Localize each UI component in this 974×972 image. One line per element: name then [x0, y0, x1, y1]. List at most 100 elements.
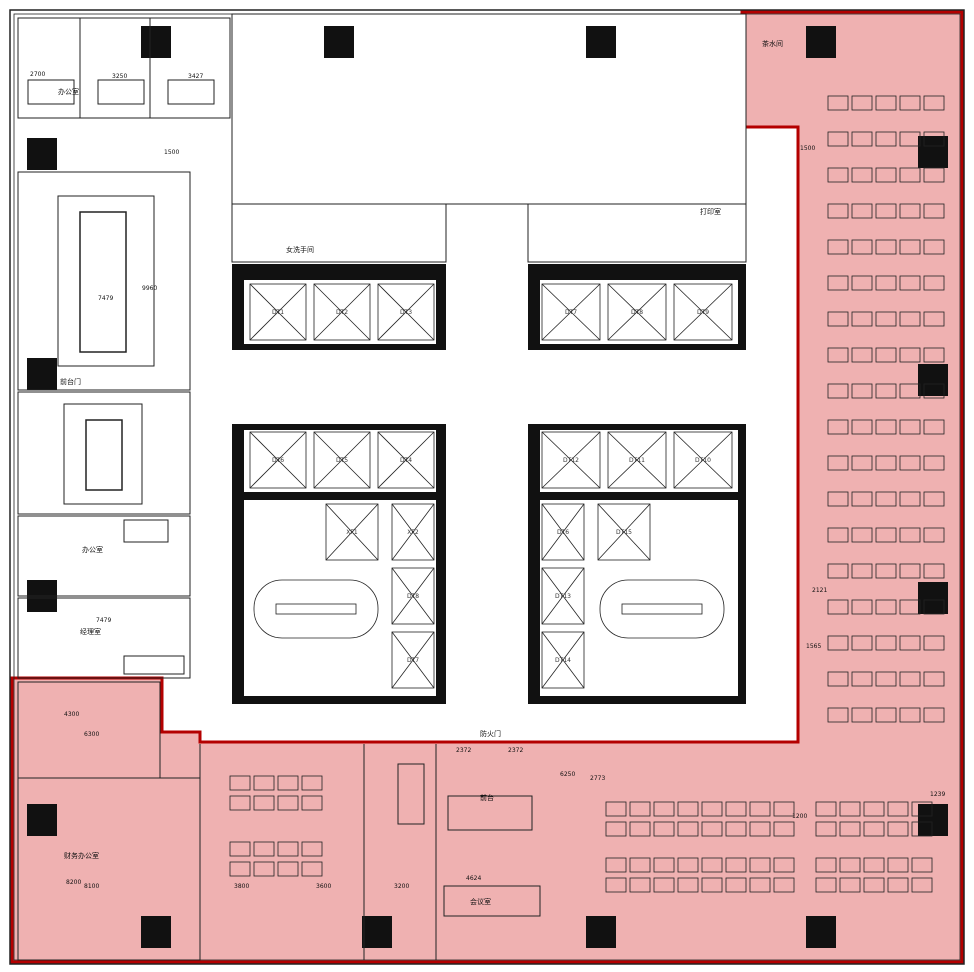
structural-columns: [27, 26, 948, 948]
workstation-desk: [875, 707, 897, 723]
workstation-desk: [863, 801, 885, 817]
elevator-label: DT2: [336, 309, 348, 316]
workstation-desk: [851, 167, 873, 183]
dim-6300: 6300: [84, 731, 99, 738]
workstation-desk: [851, 599, 873, 615]
workstation-desk: [677, 801, 699, 817]
workstation-desk: [301, 775, 323, 791]
workstation-desk: [923, 275, 945, 291]
workstation-desk: [839, 857, 861, 873]
dim-6250: 6250: [560, 771, 575, 778]
dim-8100: 8100: [84, 883, 99, 890]
workstation-desk: [899, 239, 921, 255]
elevator-label: DT5: [336, 457, 348, 464]
west-offices: [17, 515, 191, 679]
elevator-label: XF1: [346, 529, 358, 536]
workstation-desk: [851, 455, 873, 471]
workstation-desk: [815, 821, 837, 837]
workstation-desk: [923, 527, 945, 543]
workstation-desk: [923, 707, 945, 723]
workstation-desk: [701, 877, 723, 893]
workstation-desk: [605, 801, 627, 817]
workstation-desk: [875, 95, 897, 111]
workstation-desk: [827, 527, 849, 543]
workstation-desk: [827, 419, 849, 435]
workstation-desk: [301, 841, 323, 857]
workstation-desk: [851, 203, 873, 219]
workstation-desk: [653, 801, 675, 817]
workstation-desk: [701, 857, 723, 873]
workstation-desk: [253, 775, 275, 791]
elevator-label: DT6: [557, 529, 569, 536]
workstation-desk: [851, 95, 873, 111]
dim-2372b: 2372: [508, 747, 523, 754]
workstation-desk: [605, 877, 627, 893]
workstation-desk: [253, 795, 275, 811]
workstation-desk: [923, 131, 945, 147]
dim-3800: 3800: [234, 883, 249, 890]
east-open-office-zone: [10, 10, 964, 964]
highlight-zones: [10, 10, 964, 964]
workstation-desk: [677, 877, 699, 893]
label-reception-door: 前台门: [60, 377, 81, 386]
workstation-desk: [923, 347, 945, 363]
dim-4300: 4300: [64, 711, 79, 718]
workstation-desk: [899, 599, 921, 615]
workstation-desk: [773, 801, 795, 817]
workstation-desk: [875, 131, 897, 147]
workstation-desk: [851, 239, 873, 255]
workstation-desk: [899, 95, 921, 111]
workstation-desk: [827, 131, 849, 147]
workstation-desk: [229, 795, 251, 811]
workstation-desk: [749, 801, 771, 817]
workstation-desk: [899, 671, 921, 687]
workstation-desk: [911, 857, 933, 873]
dim-8200: 8200: [66, 879, 81, 886]
workstation-desk: [899, 311, 921, 327]
elevator-label: DT6: [272, 457, 284, 464]
workstation-desk: [875, 671, 897, 687]
workstation-desk: [875, 527, 897, 543]
workstation-desk: [851, 347, 873, 363]
workstation-desk: [899, 527, 921, 543]
workstation-desk: [827, 275, 849, 291]
workstation-desk: [277, 795, 299, 811]
workstation-desk: [815, 801, 837, 817]
dim-1500b: 1500: [800, 145, 815, 152]
workstation-desk: [827, 167, 849, 183]
workstation-desk: [899, 275, 921, 291]
elevator-label: DT11: [629, 457, 645, 464]
workstation-desk: [839, 801, 861, 817]
workstation-desk: [773, 877, 795, 893]
workstation-desk: [827, 563, 849, 579]
workstation-desk: [887, 801, 909, 817]
workstation-desk: [301, 861, 323, 877]
dim-1500a: 1500: [164, 149, 179, 156]
restroom-block: [231, 203, 747, 263]
workstation-desk: [863, 877, 885, 893]
elevator-label: XF2: [407, 529, 419, 536]
workstation-desk: [629, 857, 651, 873]
workstation-desk: [827, 203, 849, 219]
dim-3427: 3427: [188, 73, 203, 80]
workstation-desk: [851, 491, 873, 507]
workstation-desk: [863, 821, 885, 837]
elevator-label: DT8: [631, 309, 643, 316]
workstation-desk: [653, 821, 675, 837]
workstation-desk: [851, 635, 873, 651]
workstation-desk: [851, 563, 873, 579]
workstation-desk: [605, 857, 627, 873]
elevator-cores: [232, 264, 746, 704]
dim-3200: 3200: [394, 883, 409, 890]
workstation-desk: [875, 635, 897, 651]
label-office-1: 办公室: [58, 87, 79, 96]
workstation-desk: [827, 239, 849, 255]
workstation-desk: [875, 491, 897, 507]
dim-2773: 2773: [590, 775, 605, 782]
workstation-desk: [605, 821, 627, 837]
workstation-desk: [923, 167, 945, 183]
dimension-labels: 2700 3250 3427 1500 7479 9960 7479 4300 …: [30, 71, 945, 890]
dim-7479b: 7479: [96, 617, 111, 624]
workstation-desk: [923, 599, 945, 615]
